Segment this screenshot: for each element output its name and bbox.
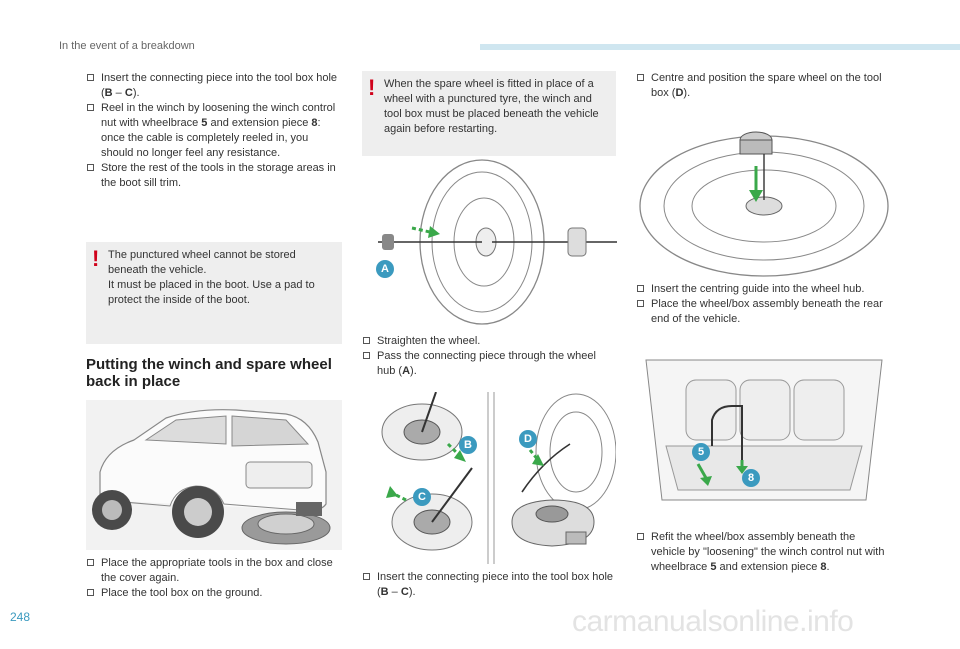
section-heading: Putting the winch and spare wheel back i… (86, 356, 332, 390)
watermark: carmanualsonline.info (572, 605, 854, 638)
col3-mid-instructions: Insert the centring guide into the wheel… (636, 282, 892, 327)
bullet-item: Place the wheel/box assembly beneath the… (636, 297, 892, 327)
figure-label-b: B (459, 436, 477, 454)
bullet-item: Insert the connecting piece into the too… (86, 71, 342, 101)
warning-text: The punctured wheel cannot be stored ben… (108, 249, 315, 306)
spare-wheel-illustration (636, 110, 892, 280)
section-title: In the event of a breakdown (59, 40, 195, 52)
bullet-item: Straighten the wheel. (362, 334, 616, 349)
col1-top-instructions: Insert the connecting piece into the too… (86, 71, 342, 191)
bullet-item: Insert the centring guide into the wheel… (636, 282, 892, 297)
boot-illustration (636, 350, 892, 520)
warning-icon: ! (92, 246, 100, 271)
bullet-item: Refit the wheel/box assembly beneath the… (636, 530, 892, 575)
figure-label-d: D (519, 430, 537, 448)
figure-label-a: A (376, 260, 394, 278)
warning-box-spare: ! When the spare wheel is fitted in plac… (362, 71, 616, 156)
col3-top-instructions: Centre and position the spare wheel on t… (636, 71, 892, 101)
warning-icon: ! (368, 75, 376, 100)
wheel-hub-illustration (372, 158, 618, 328)
figure-label-c: C (413, 488, 431, 506)
car-illustration (86, 400, 342, 550)
figure-label-5: 5 (692, 443, 710, 461)
bullet-item: Reel in the winch by loosening the winch… (86, 101, 342, 161)
figure-label-8: 8 (742, 469, 760, 487)
col2-bottom-instructions: Insert the connecting piece into the too… (362, 570, 616, 600)
header-bar (480, 44, 960, 50)
warning-box-punctured: ! The punctured wheel cannot be stored b… (86, 242, 342, 344)
bullet-item: Place the tool box on the ground. (86, 586, 342, 601)
bullet-item: Insert the connecting piece into the too… (362, 570, 616, 600)
insertion-illustration (362, 392, 616, 564)
bullet-item: Place the appropriate tools in the box a… (86, 556, 342, 586)
col1-bottom-instructions: Place the appropriate tools in the box a… (86, 556, 342, 601)
bullet-item: Store the rest of the tools in the stora… (86, 161, 342, 191)
col2-mid-instructions: Straighten the wheel. Pass the connectin… (362, 334, 616, 379)
page-number: 248 (10, 610, 31, 624)
col3-bottom-instructions: Refit the wheel/box assembly beneath the… (636, 530, 892, 575)
warning-text: When the spare wheel is fitted in place … (384, 78, 599, 135)
bullet-item: Centre and position the spare wheel on t… (636, 71, 892, 101)
bullet-item: Pass the connecting piece through the wh… (362, 349, 616, 379)
